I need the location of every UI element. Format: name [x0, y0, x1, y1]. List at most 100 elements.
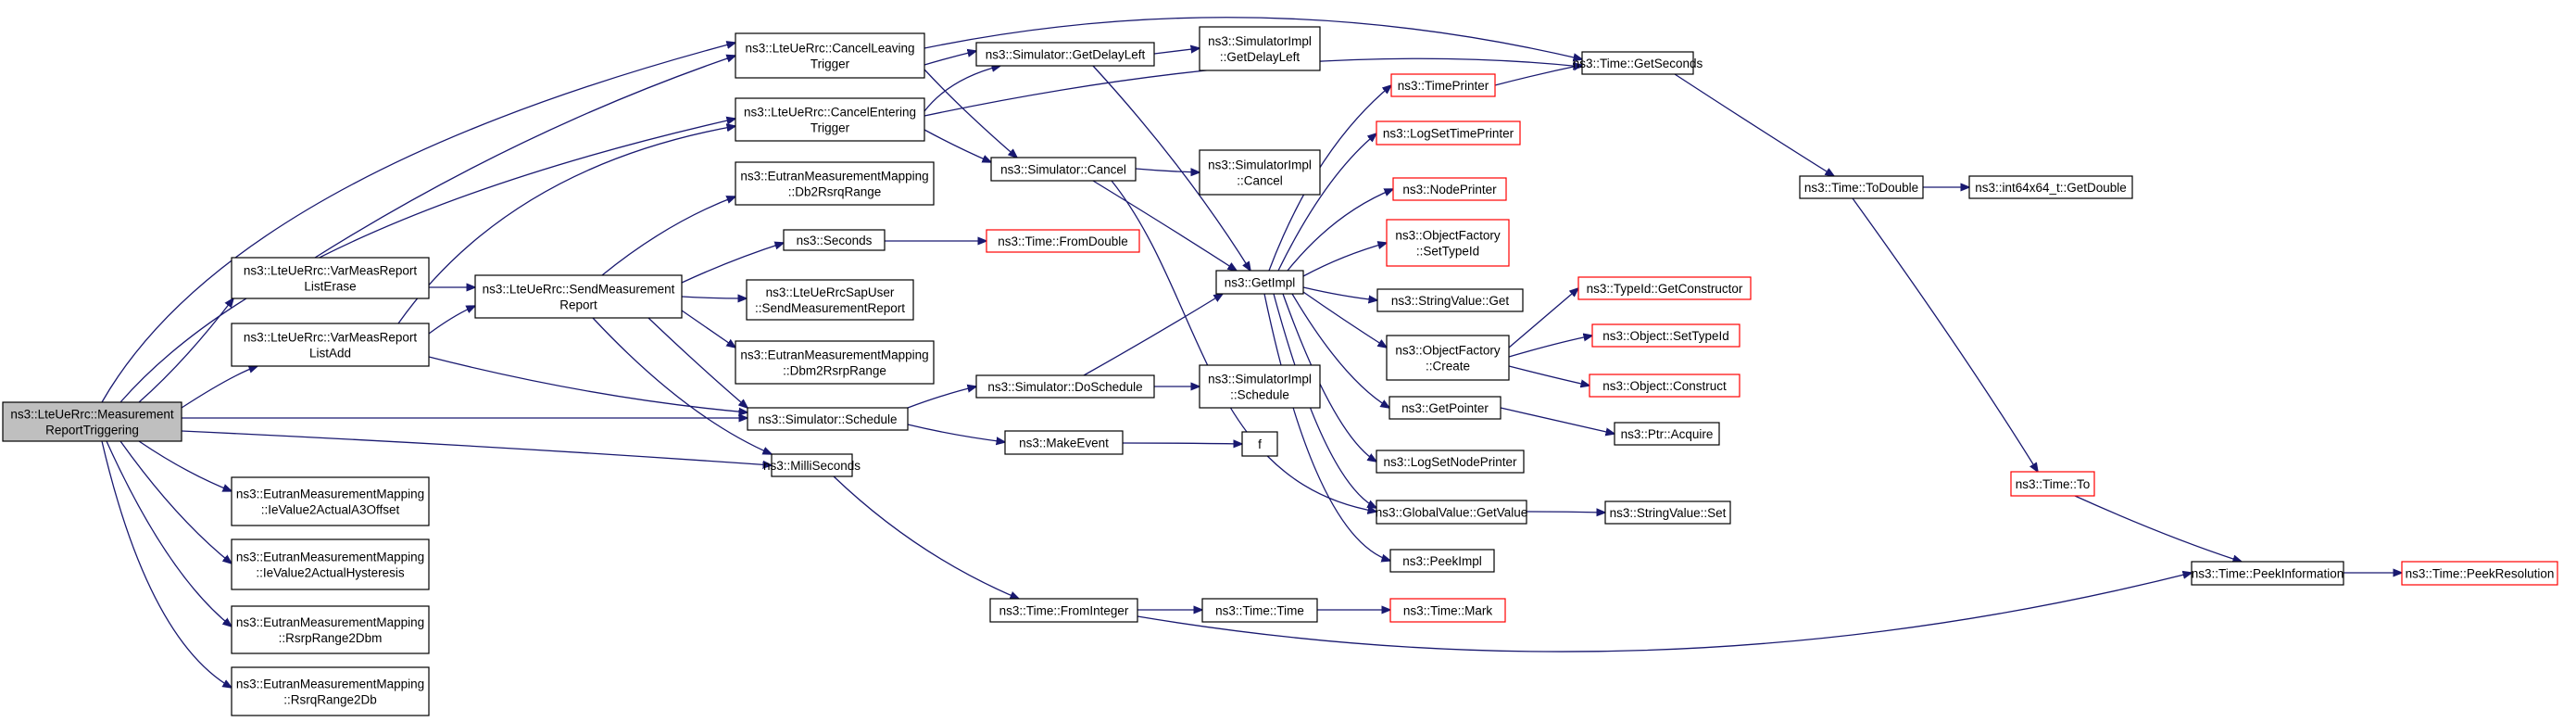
node-peekRes[interactable]: ns3::Time::PeekResolution: [2401, 561, 2558, 586]
node-implSchedule[interactable]: ns3::SimulatorImpl::Schedule: [1199, 364, 1321, 409]
node-label: ns3::Time::FromDouble: [998, 234, 1128, 248]
node-timeTo[interactable]: ns3::Time::To: [2010, 471, 2095, 497]
node-box: [231, 538, 430, 590]
call-edge-getDelayLeft-to-getImpl: [1092, 65, 1250, 271]
call-edge-getImpl-to-ofCreate: [1302, 291, 1387, 348]
call-edge-root-to-varAdd: [181, 366, 258, 409]
node-peekInfo[interactable]: ns3::Time::PeekInformation: [2191, 561, 2344, 586]
node-logSetTimePrinter[interactable]: ns3::LogSetTimePrinter: [1376, 120, 1521, 146]
call-edge-schedule-to-makeEvent: [907, 424, 1005, 442]
node-ie2hyst[interactable]: ns3::EutranMeasurementMapping::IeValue2A…: [231, 538, 430, 590]
call-edge-root-to-cancelEntering: [119, 119, 735, 403]
node-dbm2rsrp[interactable]: ns3::EutranMeasurementMapping::Dbm2RsrpR…: [735, 340, 935, 385]
node-label: ::Create: [1426, 360, 1470, 374]
node-timeTime[interactable]: ns3::Time::Time: [1201, 598, 1318, 623]
node-implDelayLeft[interactable]: ns3::SimulatorImpl::GetDelayLeft: [1199, 26, 1321, 71]
node-rsrp2dbm[interactable]: ns3::EutranMeasurementMapping::RsrpRange…: [231, 605, 430, 654]
node-box: [2191, 561, 2344, 586]
node-getConstructor[interactable]: ns3::TypeId::GetConstructor: [1577, 276, 1752, 300]
node-label: ns3::TimePrinter: [1398, 79, 1489, 93]
node-label: ListErase: [304, 280, 356, 294]
node-label: ns3::EutranMeasurementMapping: [236, 678, 424, 691]
node-label: ns3::NodePrinter: [1402, 183, 1497, 196]
node-milli[interactable]: ns3::MilliSeconds: [763, 453, 861, 477]
node-db2rsrq[interactable]: ns3::EutranMeasurementMapping::Db2RsrqRa…: [735, 161, 935, 206]
node-label: ::Db2RsrqRange: [788, 185, 882, 199]
node-objConstruct[interactable]: ns3::Object::Construct: [1589, 374, 1740, 398]
node-label: ::IeValue2ActualHysteresis: [256, 566, 405, 580]
node-label: ns3::Object::Construct: [1602, 379, 1727, 393]
node-label: ::SetTypeId: [1416, 245, 1479, 259]
node-svGet[interactable]: ns3::StringValue::Get: [1376, 288, 1524, 312]
node-box: [746, 279, 914, 321]
node-ofCreate[interactable]: ns3::ObjectFactory::Create: [1386, 335, 1510, 381]
node-fromDouble[interactable]: ns3::Time::FromDouble: [986, 229, 1140, 253]
node-getDelayLeft[interactable]: ns3::Simulator::GetDelayLeft: [975, 42, 1155, 67]
node-getSeconds[interactable]: ns3::Time::GetSeconds: [1573, 51, 1703, 75]
call-edge-sendMeas-to-milli: [592, 317, 772, 454]
node-box: [1376, 120, 1521, 146]
node-logSetNodePrinter[interactable]: ns3::LogSetNodePrinter: [1376, 450, 1525, 474]
node-f[interactable]: f: [1241, 431, 1278, 457]
node-box: [2, 401, 182, 442]
node-label: ns3::Ptr::Acquire: [1621, 427, 1714, 441]
node-label: ns3::int64x64_t::GetDouble: [1975, 181, 2127, 195]
call-edge-makeEvent-to-f: [1122, 443, 1242, 444]
node-root[interactable]: ns3::LteUeRrc::MeasurementReportTriggeri…: [2, 401, 182, 442]
node-label: ns3::LteUeRrc::Measurement: [10, 408, 174, 422]
node-sapUser[interactable]: ns3::LteUeRrcSapUser::SendMeasurementRep…: [746, 279, 914, 321]
node-int64GetDouble[interactable]: ns3::int64x64_t::GetDouble: [1968, 175, 2133, 199]
node-label: ns3::Simulator::Schedule: [758, 412, 897, 426]
node-nodePrinter[interactable]: ns3::NodePrinter: [1392, 177, 1507, 201]
node-label: ns3::Simulator::GetDelayLeft: [986, 48, 1146, 62]
call-edge-getSeconds-to-toDouble: [1674, 73, 1834, 176]
node-label: ns3::EutranMeasurementMapping: [236, 551, 424, 564]
node-ie2a3[interactable]: ns3::EutranMeasurementMapping::IeValue2A…: [231, 476, 430, 526]
node-implCancel[interactable]: ns3::SimulatorImpl::Cancel: [1199, 149, 1321, 196]
node-ptrAcquire[interactable]: ns3::Ptr::Acquire: [1614, 422, 1720, 446]
call-edge-schedule-to-doSchedule: [907, 386, 976, 409]
call-edge-cancelLeaving-to-getSeconds: [924, 17, 1582, 59]
node-label: Trigger: [810, 57, 850, 71]
node-doSchedule[interactable]: ns3::Simulator::DoSchedule: [975, 374, 1155, 399]
node-label: ns3::Time::To: [2016, 477, 2091, 491]
node-label: ns3::Time::Time: [1215, 604, 1304, 618]
node-label: ns3::LogSetNodePrinter: [1383, 455, 1517, 469]
node-label: ::Schedule: [1230, 388, 1289, 402]
call-edge-varAdd-to-sendMeas: [428, 306, 475, 335]
node-svSet[interactable]: ns3::StringValue::Set: [1604, 500, 1731, 525]
node-objSetTypeId[interactable]: ns3::Object::SetTypeId: [1591, 323, 1740, 348]
node-fromInteger[interactable]: ns3::Time::FromInteger: [989, 598, 1138, 623]
node-ofSetTypeId[interactable]: ns3::ObjectFactory::SetTypeId: [1386, 219, 1510, 267]
node-cancel[interactable]: ns3::Simulator::Cancel: [990, 157, 1137, 182]
node-box: [474, 274, 683, 319]
node-box: [1004, 430, 1124, 455]
node-timeMark[interactable]: ns3::Time::Mark: [1389, 598, 1506, 623]
node-label: ns3::StringValue::Get: [1391, 294, 1510, 308]
node-box: [1799, 175, 1924, 199]
node-sendMeas[interactable]: ns3::LteUeRrc::SendMeasurementReport: [474, 274, 683, 319]
node-gvGetValue[interactable]: ns3::GlobalValue::GetValue: [1376, 500, 1528, 525]
node-box: [231, 476, 430, 526]
node-getPointer[interactable]: ns3::GetPointer: [1389, 396, 1502, 420]
node-getImpl[interactable]: ns3::GetImpl: [1215, 270, 1304, 295]
node-peekImpl[interactable]: ns3::PeekImpl: [1389, 549, 1495, 573]
node-seconds[interactable]: ns3::Seconds: [783, 229, 886, 251]
call-edge-getImpl-to-logSetNodePrinter: [1282, 293, 1376, 462]
call-edge-root-to-rsrq2db: [101, 440, 232, 688]
call-edge-root-to-milli: [181, 430, 772, 465]
node-box: [1591, 323, 1740, 348]
node-timePrinter[interactable]: ns3::TimePrinter: [1390, 73, 1496, 97]
node-makeEvent[interactable]: ns3::MakeEvent: [1004, 430, 1124, 455]
call-edge-cancelLeaving-to-cancel: [924, 69, 1017, 158]
node-label: ns3::LteUeRrc::VarMeasReport: [244, 331, 418, 345]
node-toDouble[interactable]: ns3::Time::ToDouble: [1799, 175, 1924, 199]
node-rsrq2db[interactable]: ns3::EutranMeasurementMapping::RsrqRange…: [231, 666, 430, 716]
node-box: [735, 340, 935, 385]
node-schedule[interactable]: ns3::Simulator::Schedule: [747, 407, 909, 431]
